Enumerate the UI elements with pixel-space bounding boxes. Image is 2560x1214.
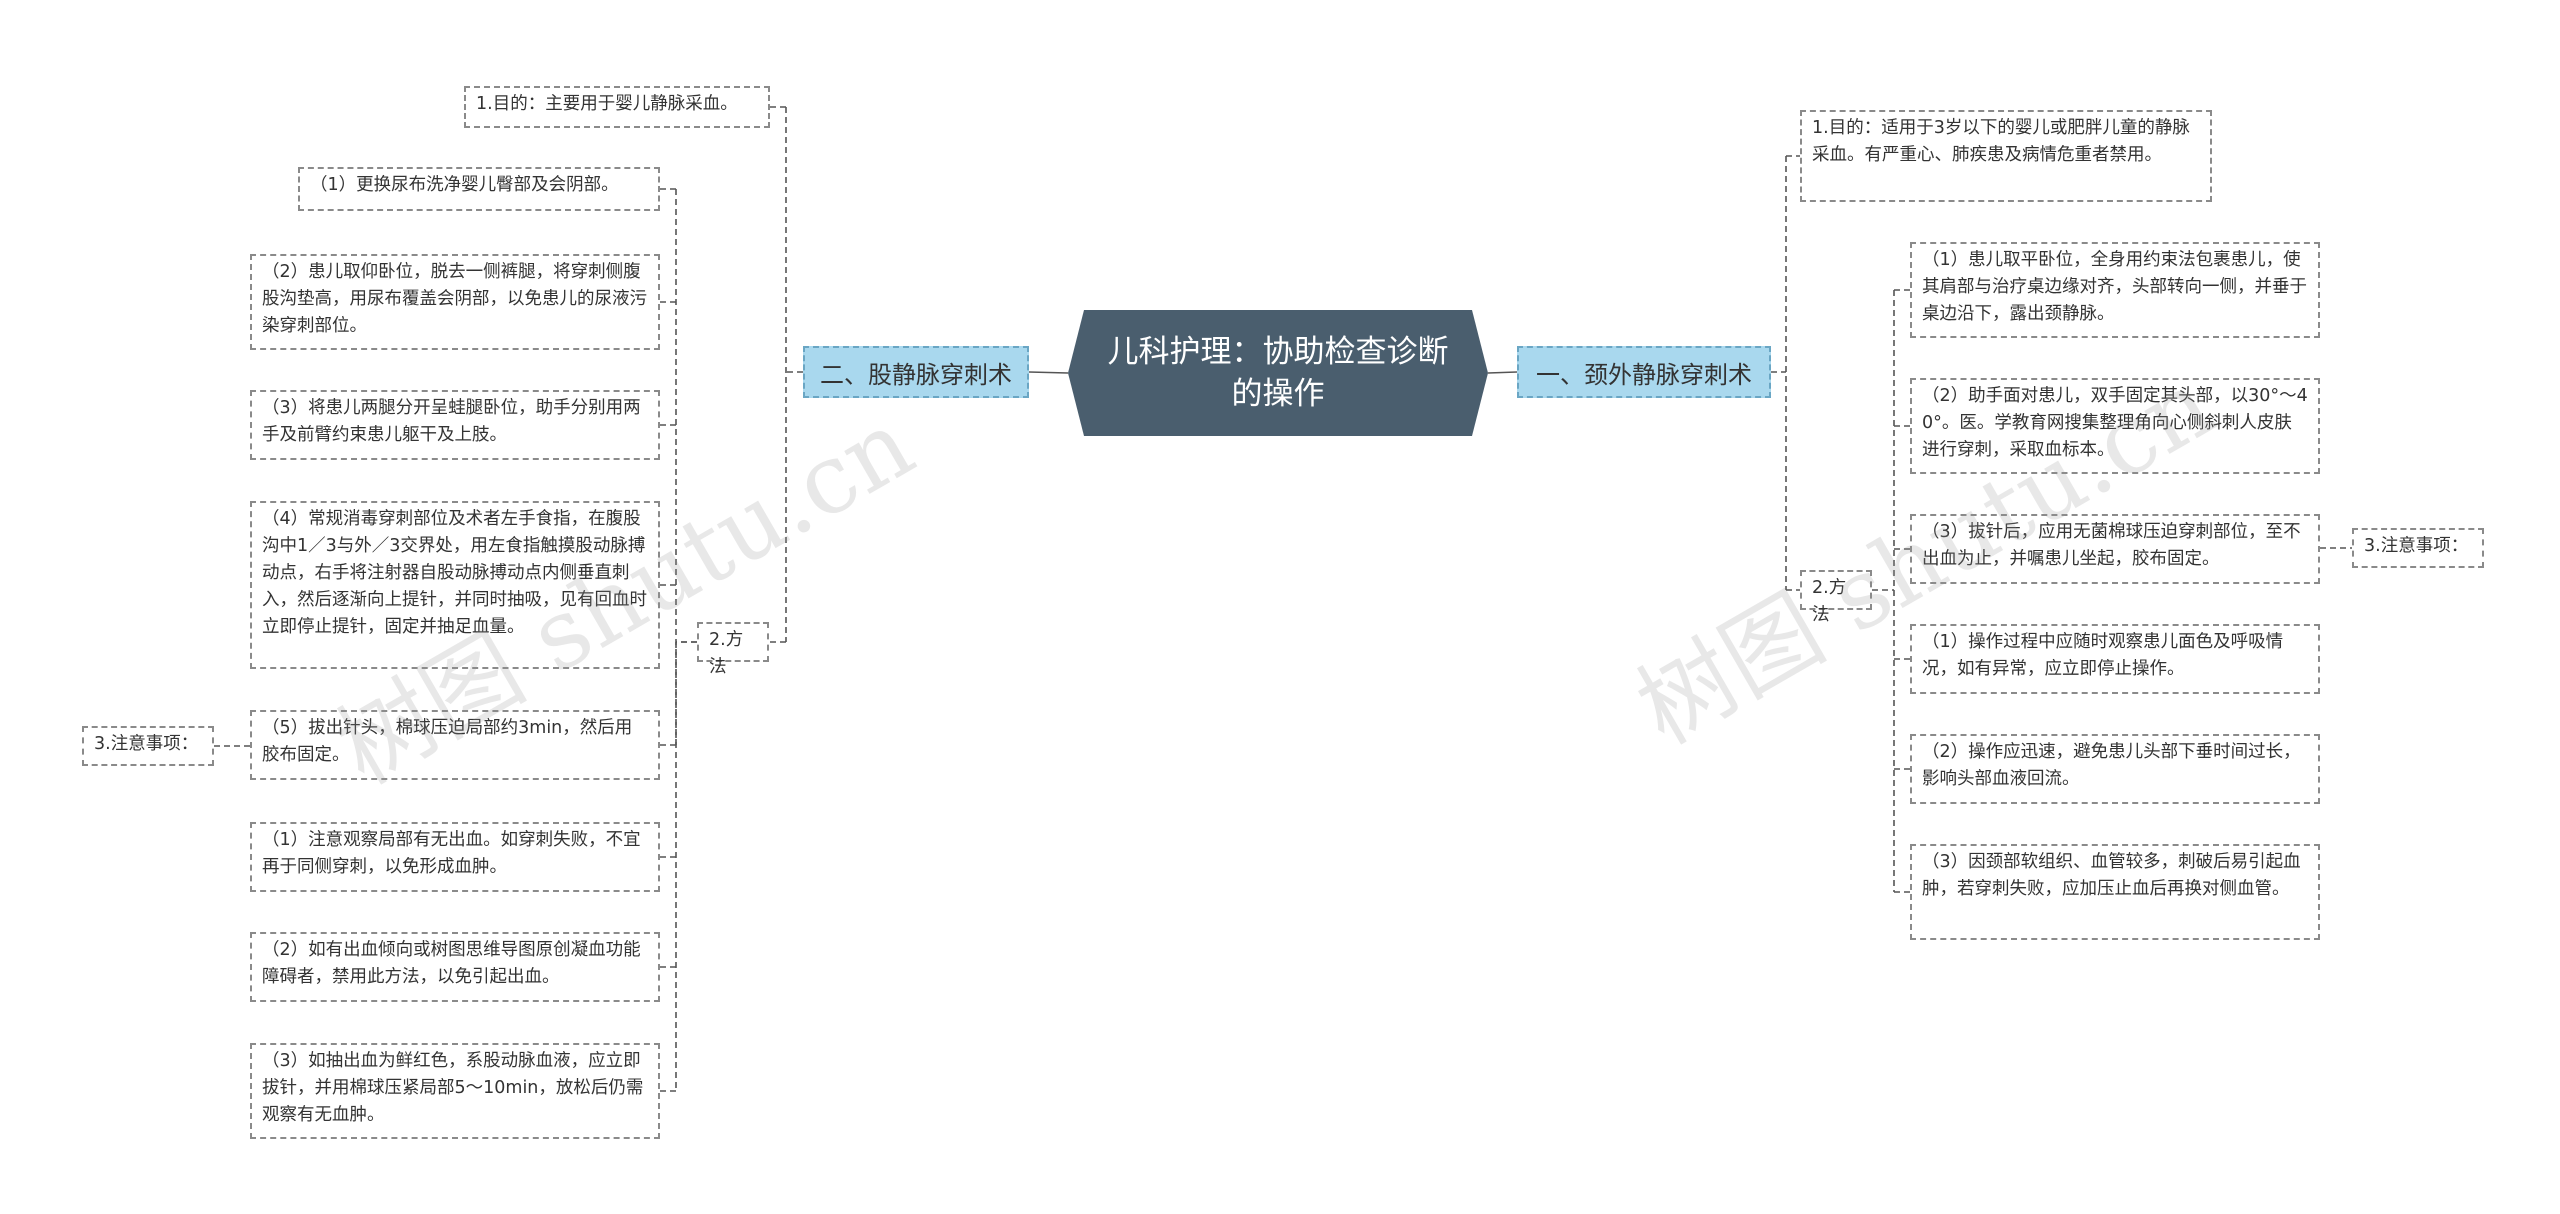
right-method-step-2[interactable]: （2）助手面对患儿，双手固定其头部，以30°～40°。医。学教育网搜集整理角向心…: [1910, 378, 2320, 474]
branch-external-jugular-vein[interactable]: 一、颈外静脉穿刺术: [1517, 346, 1771, 398]
root-to-right-branch: [1487, 371, 1518, 374]
right-note-1[interactable]: （1）操作过程中应随时观察患儿面色及呼吸情况，如有异常，应立即停止操作。: [1910, 624, 2320, 694]
right-method-step-1[interactable]: （1）患儿取平卧位，全身用约束法包裹患儿，使其肩部与治疗桌边缘对齐，头部转向一侧…: [1910, 242, 2320, 338]
left-notes-label[interactable]: 3.注意事项：: [82, 726, 214, 766]
root-hexagon-shape: [1068, 310, 1488, 436]
root-topic[interactable]: 儿科护理：协助检查诊断的操作: [1068, 310, 1488, 436]
root-to-left-branch: [1028, 371, 1069, 374]
right-method-label[interactable]: 2.方法: [1800, 570, 1872, 625]
right-note-2[interactable]: （2）操作应迅速，避免患儿头部下垂时间过长，影响头部血液回流。: [1910, 734, 2320, 804]
left-note-1[interactable]: （1）注意观察局部有无出血。如穿刺失败，不宜再于同侧穿刺，以免形成血肿。: [250, 822, 660, 892]
left-method-step-5[interactable]: （5）拔出针头，棉球压迫局部约3min，然后用胶布固定。: [250, 710, 660, 780]
right-purpose-node[interactable]: 1.目的：适用于3岁以下的婴儿或肥胖儿童的静脉采血。有严重心、肺疾患及病情危重者…: [1800, 110, 2212, 202]
branch-femoral-vein[interactable]: 二、股静脉穿刺术: [803, 346, 1029, 398]
left-method-step-4[interactable]: （4）常规消毒穿刺部位及术者左手食指，在腹股沟中1／3与外／3交界处，用左食指触…: [250, 501, 660, 669]
left-method-step-2[interactable]: （2）患儿取仰卧位，脱去一侧裤腿，将穿刺侧腹股沟垫高，用尿布覆盖会阴部，以免患儿…: [250, 254, 660, 350]
left-note-2[interactable]: （2）如有出血倾向或树图思维导图原创凝血功能障碍者，禁用此方法，以免引起出血。: [250, 932, 660, 1002]
left-method-step-3[interactable]: （3）将患儿两腿分开呈蛙腿卧位，助手分别用两手及前臂约束患儿躯干及上肢。: [250, 390, 660, 460]
right-notes-label[interactable]: 3.注意事项：: [2352, 528, 2484, 568]
right-method-step-3[interactable]: （3）拔针后，应用无菌棉球压迫穿刺部位，至不出血为止，并嘱患儿坐起，胶布固定。: [1910, 514, 2320, 584]
right-note-3[interactable]: （3）因颈部软组织、血管较多，刺破后易引起血肿，若穿刺失败，应加压止血后再换对侧…: [1910, 844, 2320, 940]
left-method-label[interactable]: 2.方法: [697, 622, 769, 677]
left-method-step-1[interactable]: （1）更换尿布洗净婴儿臀部及会阴部。: [298, 167, 660, 211]
root-title: 儿科护理：协助检查诊断的操作: [1107, 334, 1449, 412]
left-purpose-node[interactable]: 1.目的：主要用于婴儿静脉采血。: [464, 86, 770, 128]
left-note-3[interactable]: （3）如抽出血为鲜红色，系股动脉血液，应立即拔针，并用棉球压紧局部5～10min…: [250, 1043, 660, 1139]
